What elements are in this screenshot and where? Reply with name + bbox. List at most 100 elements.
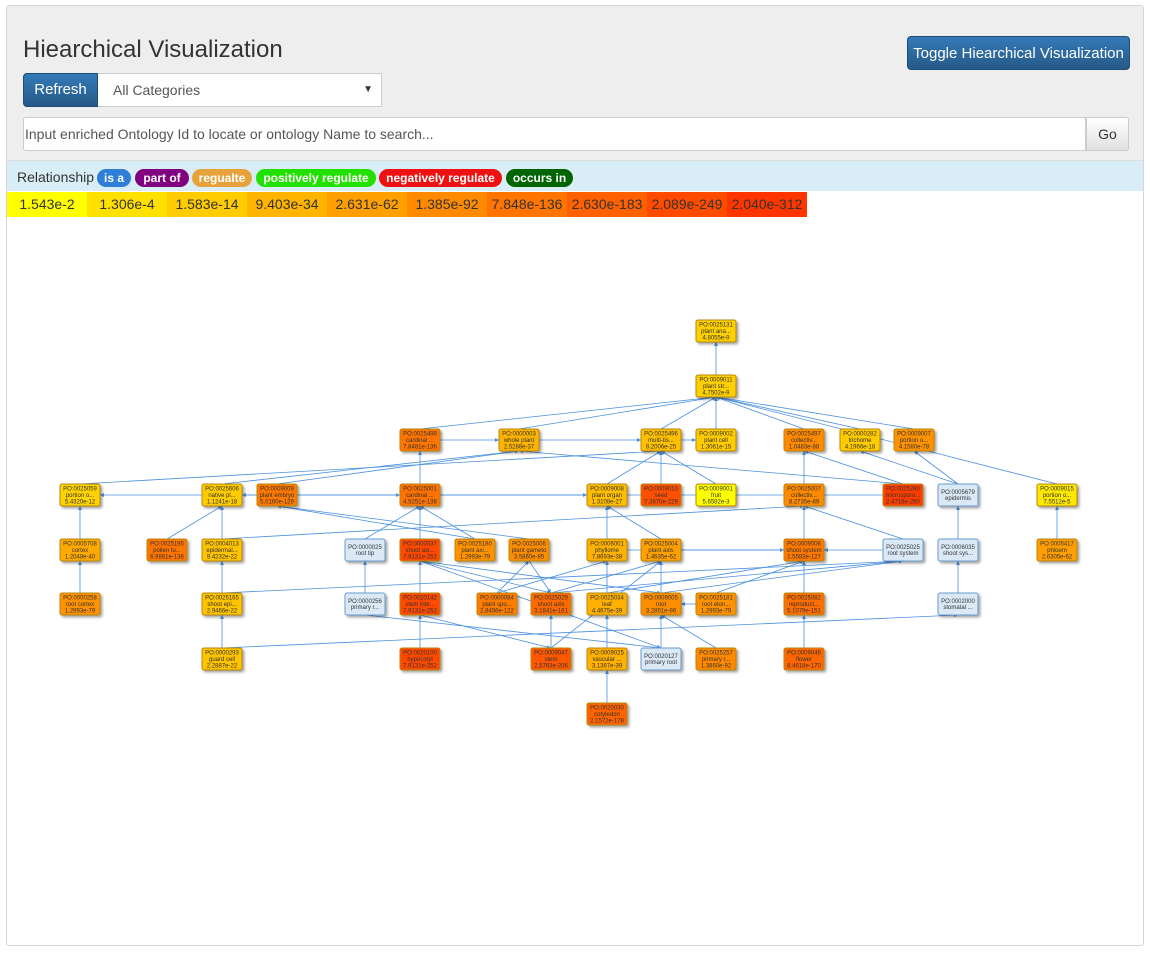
node-box[interactable] [640, 428, 682, 452]
node-box[interactable] [783, 538, 825, 562]
node-box[interactable] [530, 592, 572, 616]
node-box[interactable] [586, 702, 628, 726]
node-box[interactable] [59, 538, 101, 562]
node-box[interactable] [937, 592, 979, 616]
node-box[interactable] [937, 483, 979, 507]
node-box[interactable] [695, 592, 737, 616]
node-box[interactable] [882, 483, 924, 507]
node-box[interactable] [498, 428, 540, 452]
node-box[interactable] [530, 647, 572, 671]
search-input[interactable]: Input enriched Ontology Id to locate or … [23, 117, 1086, 151]
node-box[interactable] [586, 483, 628, 507]
node-box[interactable] [59, 592, 101, 616]
node-box[interactable] [476, 592, 518, 616]
node-box[interactable] [695, 483, 737, 507]
node-box[interactable] [201, 592, 243, 616]
node-box[interactable] [399, 483, 441, 507]
node-box[interactable] [695, 647, 737, 671]
node-box[interactable] [399, 538, 441, 562]
toggle-visualization-button[interactable]: Toggle Hiearchical Visualization [907, 36, 1130, 70]
node-box[interactable] [59, 483, 101, 507]
node-box[interactable] [640, 483, 682, 507]
node-box[interactable] [508, 538, 550, 562]
node-box[interactable] [783, 592, 825, 616]
node-box[interactable] [201, 647, 243, 671]
node-box[interactable] [1036, 483, 1078, 507]
node-box[interactable] [882, 538, 924, 562]
node-box[interactable] [1036, 538, 1078, 562]
node-box[interactable] [454, 538, 496, 562]
node-box[interactable] [146, 538, 188, 562]
node-box[interactable] [640, 538, 682, 562]
node-box[interactable] [344, 538, 386, 562]
node-box[interactable] [399, 647, 441, 671]
node-box[interactable] [839, 428, 881, 452]
refresh-button[interactable]: Refresh [23, 73, 98, 107]
node-box[interactable] [586, 538, 628, 562]
node-box[interactable] [783, 483, 825, 507]
node-box[interactable] [893, 428, 935, 452]
node-box[interactable] [695, 374, 737, 398]
node-box[interactable] [344, 592, 386, 616]
node-box[interactable] [256, 483, 298, 507]
node-box[interactable] [937, 538, 979, 562]
category-select[interactable]: All Categories ▼ [98, 73, 382, 107]
node-box[interactable] [586, 592, 628, 616]
go-button[interactable]: Go [1086, 117, 1129, 151]
ontology-node[interactable]: PO:0002000stomatal ... [937, 592, 979, 616]
node-box[interactable] [695, 319, 737, 343]
node-box[interactable] [399, 592, 441, 616]
node-box[interactable] [201, 538, 243, 562]
node-box[interactable] [201, 483, 243, 507]
node-box[interactable] [640, 592, 682, 616]
node-box[interactable] [640, 647, 682, 671]
